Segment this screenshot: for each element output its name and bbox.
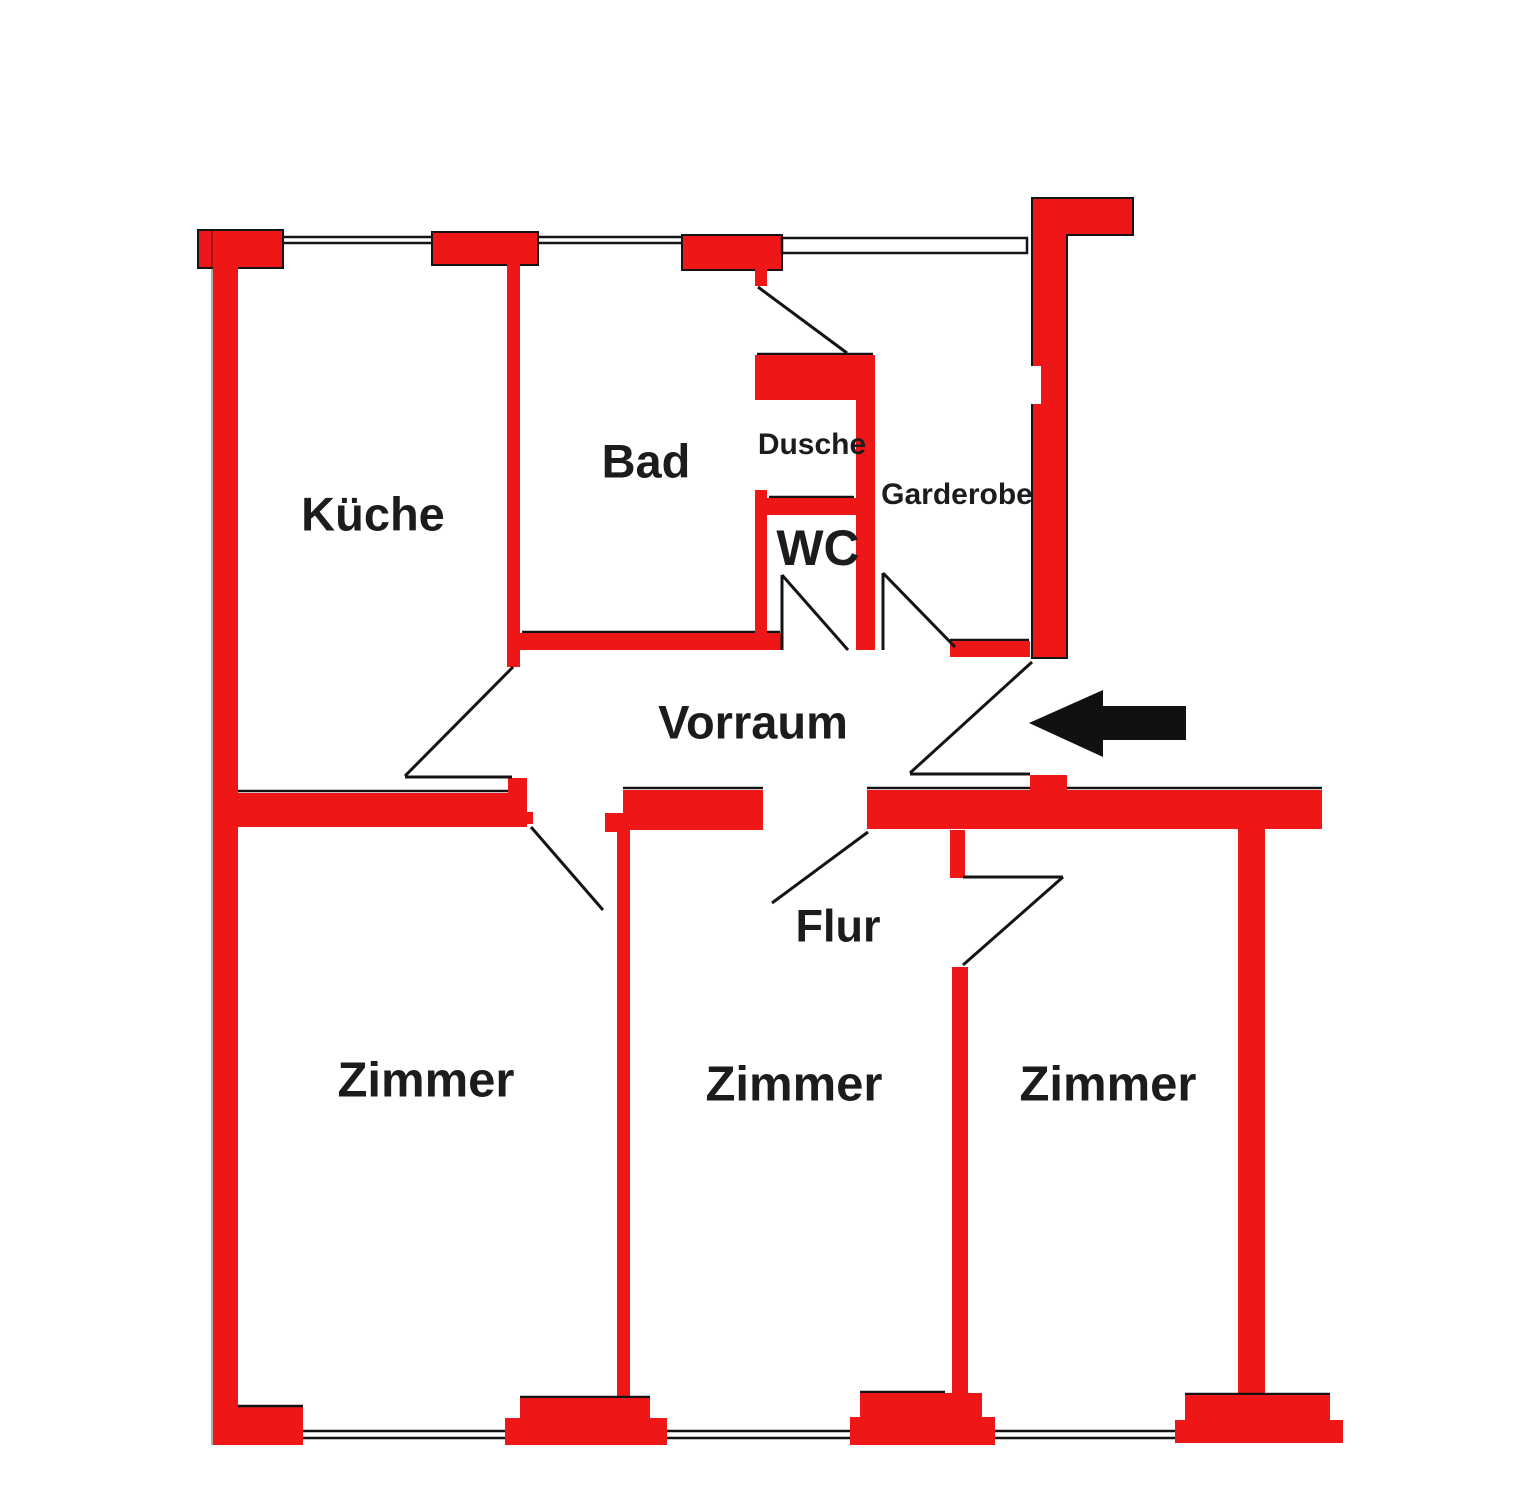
door-swing-garderobe <box>881 571 957 649</box>
door-swing-zimmer-right <box>962 875 1064 967</box>
wall-right-outer <box>1238 823 1265 1397</box>
room-label-kueche: Küche <box>301 487 445 541</box>
door-swing-kueche <box>403 665 515 778</box>
wall-zimmer-left-divider <box>617 820 630 1398</box>
wall-left-outer <box>213 262 238 1445</box>
entrance-arrow-icon <box>1029 690 1186 757</box>
wall-middle-top <box>623 790 763 830</box>
wall-bottom-left-corner <box>213 1405 303 1445</box>
room-label-bad: Bad <box>601 434 691 488</box>
wall-left-horizontal <box>238 793 527 827</box>
room-label-garderobe: Garderobe <box>881 478 1033 511</box>
wall-dusche-top <box>755 355 875 400</box>
window-top-3 <box>780 236 1029 255</box>
door-swing-bad <box>757 285 848 355</box>
wall-bottom-mid-left-upper <box>520 1398 650 1418</box>
wall-garderobe-bottom <box>950 641 1030 657</box>
wall-bottom-mid-left <box>505 1418 667 1445</box>
wall-bad-bottom <box>520 633 782 650</box>
wall-top-block-3 <box>681 234 783 271</box>
door-swing-entrance <box>908 660 1034 775</box>
door-swing-wc <box>780 574 850 651</box>
wall-notch <box>1031 366 1041 404</box>
wall-wc-top <box>767 498 856 515</box>
room-label-wc: WC <box>776 520 860 576</box>
wall-kueche-right <box>507 263 520 667</box>
door-swing-zimmer-left <box>529 826 605 911</box>
room-label-flur: Flur <box>795 900 881 952</box>
wall-bottom-right-upper <box>1185 1395 1330 1420</box>
wall-bottom-right <box>1175 1420 1343 1443</box>
wall-entrance <box>867 790 1322 829</box>
room-label-zimmer-left: Zimmer <box>337 1053 515 1108</box>
room-label-dusche: Dusche <box>757 428 867 461</box>
wall-top-right-l <box>1031 197 1134 659</box>
wall-bad-door-stub <box>755 268 767 286</box>
wall-top-left-block <box>197 229 284 269</box>
room-label-zimmer-right: Zimmer <box>1019 1057 1197 1112</box>
wall-zimmer-right-stub <box>950 830 965 878</box>
wall-left-horizontal-stub <box>508 778 527 793</box>
wall-bottom-mid-right-upper <box>860 1393 982 1417</box>
wall-top-block-2 <box>431 231 539 266</box>
wall-entrance-stub <box>1030 775 1067 793</box>
room-label-zimmer-middle: Zimmer <box>705 1057 883 1112</box>
room-label-vorraum: Vorraum <box>658 695 848 749</box>
wall-wc-left <box>755 490 767 650</box>
wall-dusche-right <box>856 398 875 650</box>
door-swing-flur <box>771 830 869 905</box>
wall-bottom-mid-right <box>850 1417 995 1445</box>
wall-zimmer-right-divider <box>952 967 968 1393</box>
wall-left-horizontal-stub-2 <box>518 812 533 824</box>
